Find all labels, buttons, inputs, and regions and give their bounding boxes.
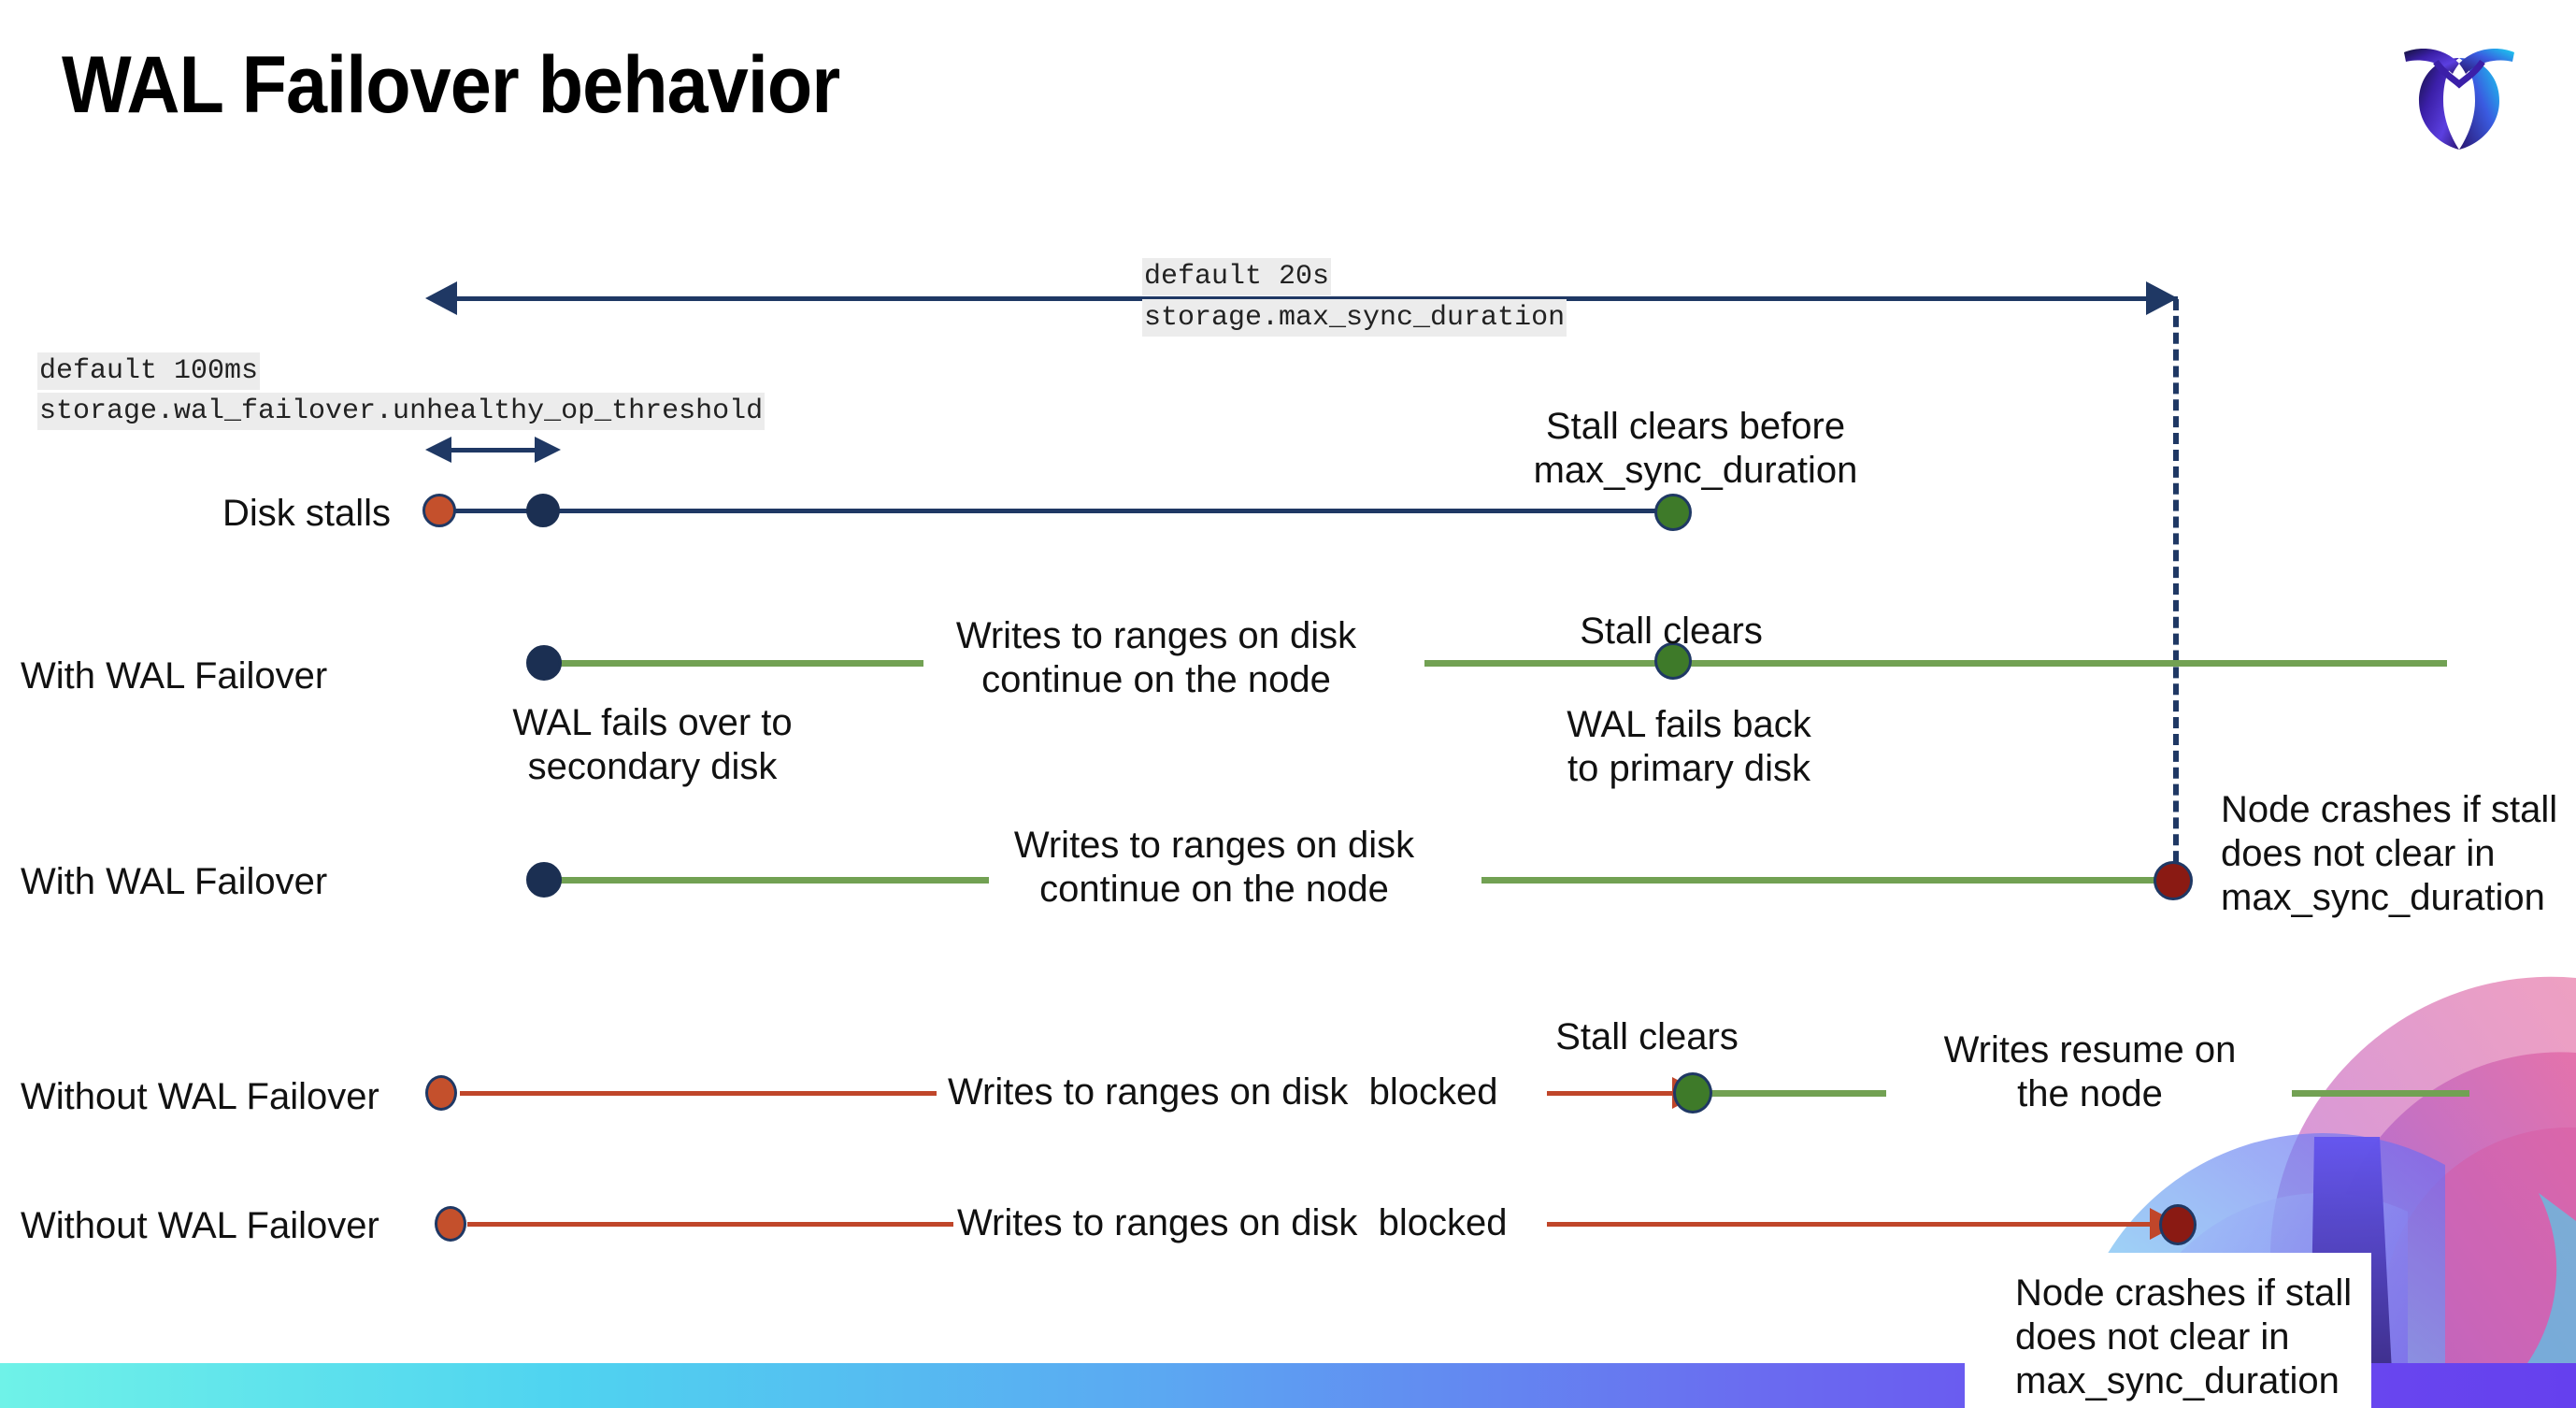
- without-wal-failover-1-clear-marker: [1673, 1072, 1712, 1113]
- annotation-wal-fails-over: WAL fails over to secondary disk: [512, 702, 793, 787]
- unhealthy-span-left-arrowhead: [425, 437, 451, 463]
- annotation-writes-blocked-2: Writes to ranges on disk blocked: [957, 1202, 1508, 1243]
- with-wal-failover-2-timeline-left: [550, 877, 989, 884]
- with-wal-failover-2-crash-marker: [2154, 861, 2193, 900]
- with-wal-failover-1-clear-marker: [1654, 642, 1692, 680]
- row-label-without-wal-failover-2: Without WAL Failover: [21, 1205, 379, 1246]
- unhealthy-op-threshold-span-line: [439, 448, 542, 453]
- with-wal-failover-1-timeline-left: [550, 660, 923, 667]
- row-label-with-wal-failover-2: With WAL Failover: [21, 861, 328, 902]
- disk-stalls-start-marker: [422, 494, 456, 527]
- cockroach-labs-logo-icon: [2389, 28, 2529, 159]
- without-wal-failover-1-resume-line-b: [2292, 1090, 2469, 1097]
- without-wal-failover-2-crash-marker: [2159, 1204, 2197, 1245]
- max-sync-span-right-arrowhead: [2146, 281, 2178, 315]
- annotation-writes-continue-2: Writes to ranges on disk continue on the…: [1013, 825, 1415, 910]
- annotation-writes-blocked-1: Writes to ranges on disk blocked: [948, 1071, 1498, 1113]
- without-wal-failover-1-start-marker: [425, 1075, 457, 1111]
- row-label-without-wal-failover-1: Without WAL Failover: [21, 1076, 379, 1117]
- max-sync-duration-span-line: [439, 296, 2178, 301]
- without-wal-failover-1-resume-line-a: [1707, 1090, 1886, 1097]
- annotation-stall-clears-2: Stall clears: [1555, 1016, 1739, 1057]
- annotation-writes-continue-1: Writes to ranges on disk continue on the…: [955, 615, 1357, 700]
- without-wal-failover-2-start-marker: [435, 1206, 466, 1242]
- annotation-stall-clears-1: Stall clears: [1580, 611, 1763, 652]
- disk-stalls-clear-marker: [1654, 494, 1692, 531]
- max-sync-duration-setting-label: storage.max_sync_duration: [1142, 299, 1567, 338]
- annotation-stall-clears-before-max-sync: Stall clears before max_sync_duration: [1533, 406, 1858, 491]
- annotation-writes-resume: Writes resume on the node: [1943, 1029, 2237, 1114]
- with-wal-failover-2-timeline-right: [1481, 877, 2178, 884]
- with-wal-failover-2-failover-marker: [526, 862, 562, 898]
- disk-stalls-timeline: [439, 509, 1682, 513]
- with-wal-failover-1-failover-marker: [526, 645, 562, 681]
- row-label-with-wal-failover-1: With WAL Failover: [21, 655, 328, 697]
- page-title: WAL Failover behavior: [62, 40, 840, 130]
- max-sync-duration-dashed-guide: [2173, 299, 2179, 879]
- annotation-node-crashes-2: Node crashes if stall does not clear in …: [2015, 1272, 2353, 1401]
- without-wal-failover-1-blocked-line-a: [460, 1091, 937, 1096]
- row-label-disk-stalls: Disk stalls: [222, 493, 392, 534]
- unhealthy-op-threshold-setting-label: storage.wal_failover.unhealthy_op_thresh…: [37, 393, 766, 431]
- max-sync-duration-default-label: default 20s: [1142, 258, 1332, 296]
- with-wal-failover-1-timeline-right: [1424, 660, 2447, 667]
- annotation-node-crashes-1: Node crashes if stall does not clear in …: [2221, 789, 2558, 918]
- annotation-wal-fails-back: WAL fails back to primary disk: [1567, 704, 1811, 789]
- without-wal-failover-2-blocked-line-b: [1547, 1222, 2154, 1227]
- without-wal-failover-1-blocked-line-b: [1547, 1091, 1676, 1096]
- unhealthy-op-threshold-default-label: default 100ms: [37, 352, 261, 391]
- max-sync-span-left-arrowhead: [425, 281, 457, 315]
- unhealthy-span-right-arrowhead: [535, 437, 561, 463]
- disk-stalls-detect-marker: [526, 494, 560, 527]
- without-wal-failover-2-blocked-line-a: [467, 1222, 953, 1227]
